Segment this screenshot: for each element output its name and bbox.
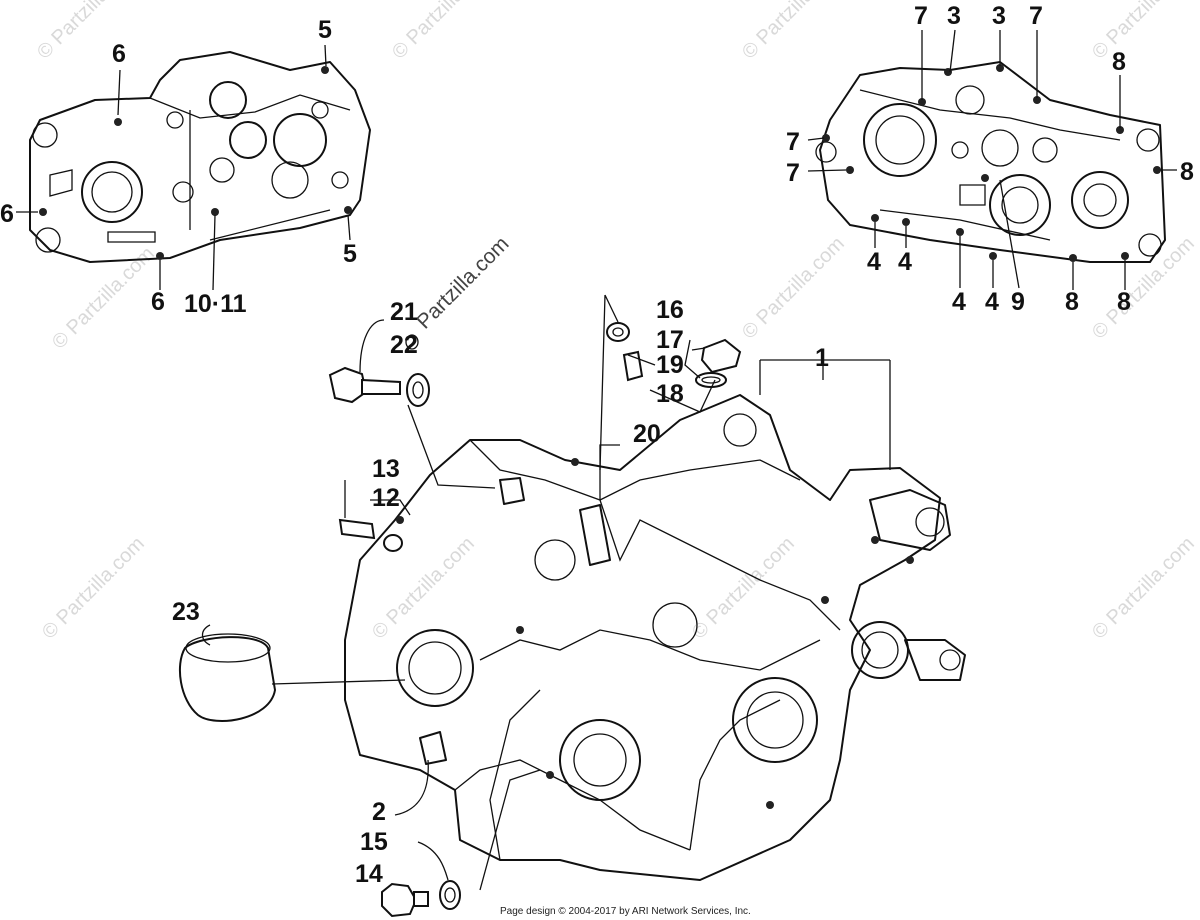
crankcase-right-view bbox=[815, 61, 1166, 263]
callout-label: 23 bbox=[172, 598, 200, 626]
callout-label: 5 bbox=[318, 16, 332, 44]
callout-label: 2 bbox=[372, 798, 386, 826]
watermark: © Partzilla.com bbox=[738, 0, 849, 64]
callout-label: 13 bbox=[372, 455, 400, 483]
callout-label: 8 bbox=[1117, 288, 1131, 316]
page-footer: Page design © 2004-2017 by ARI Network S… bbox=[500, 906, 751, 917]
crankcase-left-view bbox=[29, 51, 371, 263]
callout-label: 6 bbox=[0, 200, 14, 228]
callout-label: 16 bbox=[656, 296, 684, 324]
callout-label: 6 bbox=[151, 288, 165, 316]
callout-label: 4 bbox=[952, 288, 966, 316]
callout-label: 4 bbox=[898, 248, 912, 276]
callout-label: 10·11 bbox=[184, 290, 247, 318]
callout-label: 21 bbox=[390, 298, 418, 326]
callout-label: 19 bbox=[656, 351, 684, 379]
callout-label: 17 bbox=[656, 326, 684, 354]
watermark: © Partzilla.com bbox=[368, 533, 479, 644]
watermark: © Partzilla.com bbox=[388, 0, 499, 64]
callout-label: 15 bbox=[360, 828, 388, 856]
callout-label: 8 bbox=[1180, 158, 1194, 186]
callout-label: 22 bbox=[390, 331, 418, 359]
crankcase-assembly bbox=[344, 394, 966, 881]
watermark: © Partzilla.com bbox=[1088, 233, 1199, 344]
callout-label: 3 bbox=[992, 2, 1006, 30]
watermark: © Partzilla.com bbox=[38, 533, 149, 644]
callout-label: 18 bbox=[656, 380, 684, 408]
callout-label: 5 bbox=[343, 240, 357, 268]
callout-label: 7 bbox=[786, 128, 800, 156]
callout-label: 14 bbox=[355, 860, 383, 888]
callout-label: 7 bbox=[914, 2, 928, 30]
loose-parts bbox=[178, 322, 742, 918]
callout-label: 9 bbox=[1011, 288, 1025, 316]
callout-label: 6 bbox=[112, 40, 126, 68]
callout-label: 8 bbox=[1112, 48, 1126, 76]
brand-watermark: Partzilla.com bbox=[412, 232, 513, 333]
watermark: © Partzilla.com bbox=[738, 233, 849, 344]
callout-label: 7 bbox=[1029, 2, 1043, 30]
watermark: © Partzilla.com bbox=[688, 533, 799, 644]
watermark: © Partzilla.com bbox=[1088, 533, 1199, 644]
callout-label: 4 bbox=[985, 288, 999, 316]
callout-label: 8 bbox=[1065, 288, 1079, 316]
callout-label: 20 bbox=[633, 420, 661, 448]
callout-label: 4 bbox=[867, 248, 881, 276]
leader-lines bbox=[16, 29, 1177, 891]
callout-label: 12 bbox=[372, 484, 400, 512]
watermark: © Partzilla.com bbox=[33, 0, 144, 64]
watermark: © Partzilla.com bbox=[1088, 0, 1199, 64]
callout-label: 7 bbox=[786, 159, 800, 187]
callout-label: 3 bbox=[947, 2, 961, 30]
callout-label: 1 bbox=[815, 344, 829, 372]
callouts: 6 5 6 6 5 10·11 7 3 3 7 8 7 7 8 4 4 4 4 … bbox=[0, 2, 1194, 888]
